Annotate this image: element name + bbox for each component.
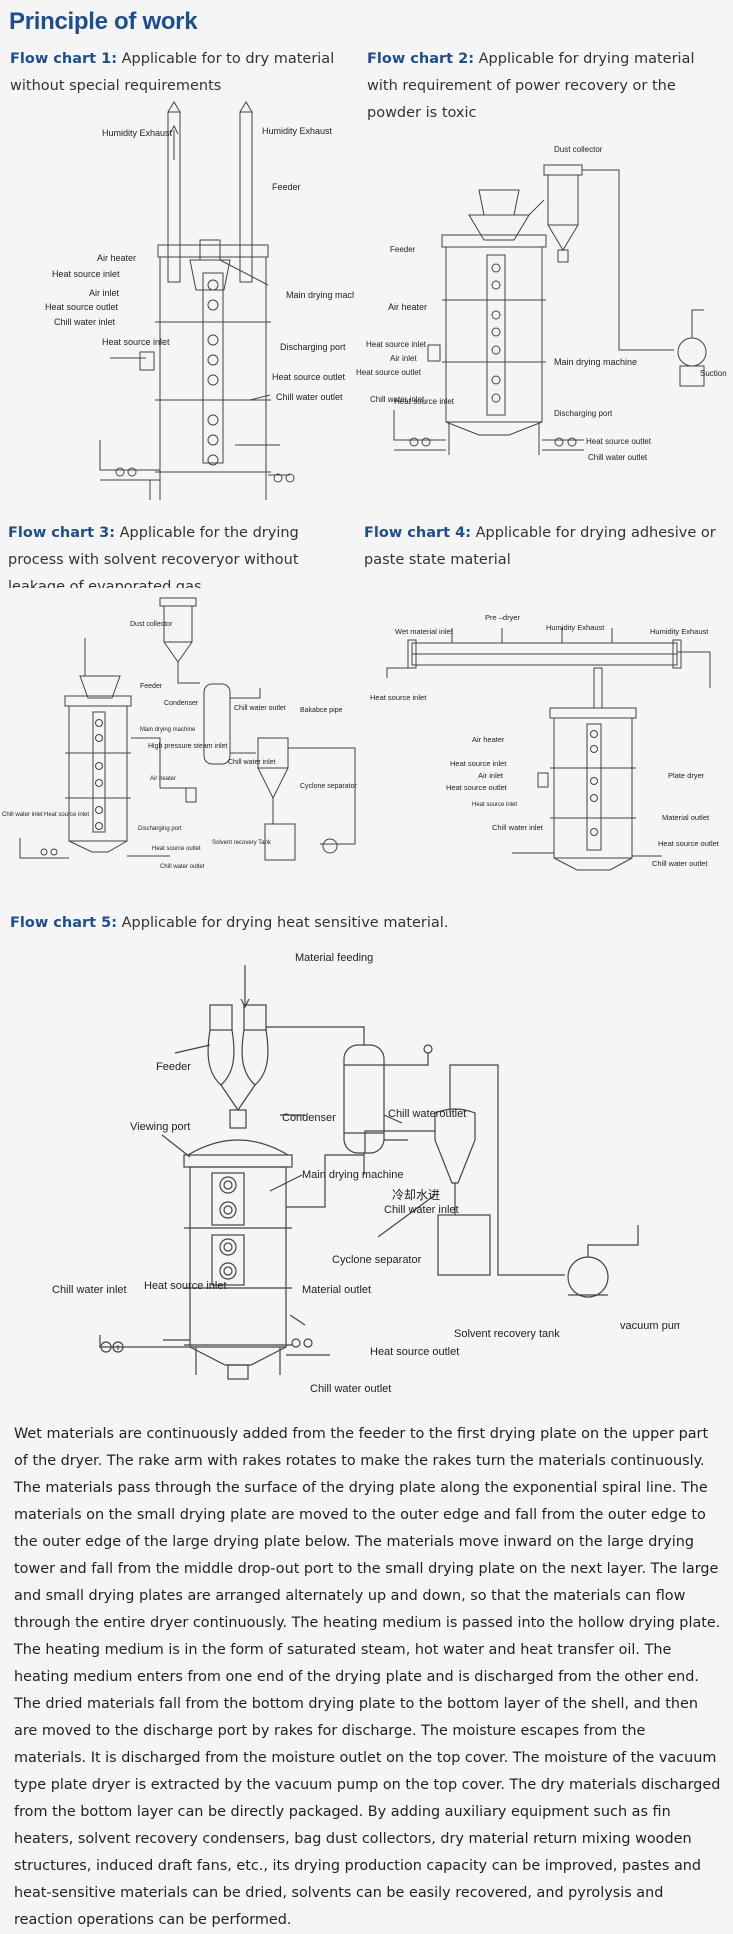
fc1-heat-source-outlet: Heat source outlet: [45, 302, 119, 312]
fc5-cyclone-separator: Cyclone separator: [332, 1254, 422, 1266]
flow-chart-2-text: Applicable for drying material with requ…: [367, 51, 695, 121]
flow-chart-2-diagram: Dust collector Feeder Air heater Heat so…: [354, 140, 729, 480]
fc5-heat-source-outlet: Heat source outlet: [370, 1346, 459, 1358]
flow-chart-1-heading: Flow chart 1:: [10, 51, 118, 67]
flow-chart-5-heading: Flow chart 5:: [10, 915, 118, 931]
fc4-humidity-exhaust-1: Humidity Exhaust: [546, 623, 605, 632]
fc5-chill-water-outlet-top: Chill wateroutlet: [388, 1108, 466, 1120]
fc1-feeder: Feeder: [272, 182, 301, 192]
fc3-chill-water-inlet-top: Chill water inlet: [228, 759, 276, 766]
fc4-heat-source-inlet-2: Heat source inlet: [450, 759, 507, 768]
fc3-high-pressure-steam-inlet: High pressure steam inlet: [148, 743, 227, 750]
fc4-air-inlet: Air inlet: [478, 771, 504, 780]
fc3-heat-source-inlet: Heat source inlet: [44, 812, 89, 818]
flow-chart-1-diagram: Humidity Exhaust Humidity Exhaust Feeder…: [40, 100, 360, 500]
fc5-chinese-label: 冷却水进: [392, 1188, 440, 1202]
fc1-heat-source-outlet-2: Heat source outlet: [272, 372, 346, 382]
fc2-air-heater: Air heater: [388, 302, 427, 312]
fc5-chill-water-inlet-top: Chill water inlet: [384, 1204, 459, 1216]
fc3-condenser: Condenser: [164, 700, 199, 707]
fc4-heat-source-inlet: Heat source inlet: [370, 693, 427, 702]
fc4-plate-dryer: Plate dryer: [668, 771, 705, 780]
fc2-suction-fan: Suction fan: [700, 369, 729, 378]
principle-description: Wet materials are continuously added fro…: [14, 1426, 721, 1928]
flow-chart-3-heading: Flow chart 3:: [8, 525, 116, 541]
fc1-chill-water-inlet: Chill water inlet: [54, 317, 116, 327]
fc4-wet-material-inlet: Wet material inlet: [395, 627, 454, 636]
fc2-main-drying-machine: Main drying machine: [554, 357, 637, 367]
flow-chart-1-caption: Flow chart 1: Applicable for to dry mate…: [10, 46, 340, 100]
fc4-material-outlet: Material outlet: [662, 813, 710, 822]
fc3-main-drying-machine: Main drying machine: [140, 727, 196, 733]
fc4-pre-dryer: Pre –dryer: [485, 613, 521, 622]
fc5-viewing-port: Viewing port: [130, 1121, 190, 1133]
fc1-chill-water-outlet: Chill water outlet: [276, 392, 343, 402]
fc4-chill-water-inlet: Chill water inlet: [492, 823, 544, 832]
fc4-humidity-exhaust-2: Humidity Exhaust: [650, 627, 709, 636]
fc1-air-heater: Air heater: [97, 253, 136, 263]
fc2-feeder: Feeder: [390, 245, 416, 254]
flow-chart-5-text: Applicable for drying heat sensitive mat…: [121, 915, 449, 931]
fc5-vacuum-pump: vacuum pump: [620, 1320, 680, 1332]
flow-chart-5-caption: Flow chart 5: Applicable for drying heat…: [10, 910, 610, 937]
fc5-material-outlet: Material outlet: [302, 1284, 371, 1296]
fc2-heat-source-inlet-2: Heat source inlet: [394, 397, 455, 406]
flow-chart-4-diagram: Pre –dryer Wet material inlet Humidity E…: [362, 608, 732, 878]
fc3-dust-collector: Dust collector: [130, 621, 173, 628]
fc2-dust-collector: Dust collector: [554, 145, 603, 154]
fc5-chill-water-outlet: Chill water outlet: [310, 1383, 391, 1395]
fc5-main-drying-machine: Main drying machine: [302, 1169, 404, 1181]
fc3-chill-water-outlet-top: Chill water outlet: [234, 705, 286, 712]
flow-chart-2-heading: Flow chart 2:: [367, 51, 475, 67]
fc3-cyclone-separator: Cyclone separator: [300, 783, 357, 790]
fc4-heat-source-inlet-3: Heat source inlet: [472, 802, 517, 808]
fc1-heat-source-inlet: Heat source inlet: [52, 269, 120, 279]
flow-chart-3-diagram: Dust collector Feeder Condenser Chill wa…: [0, 588, 362, 874]
fc3-solvent-recovery-tank: Solvent recovery Tank: [212, 840, 272, 846]
fc3-air-heater: Air heater: [150, 776, 176, 782]
flow-chart-2-caption: Flow chart 2: Applicable for drying mate…: [367, 46, 727, 127]
fc2-heat-source-outlet: Heat source outlet: [356, 368, 422, 377]
flow-chart-4-text: Applicable for drying adhesive or paste …: [364, 525, 716, 568]
fc1-air-inlet: Air inlet: [89, 288, 120, 298]
fc3-chill-water-outlet: Chill water outlet: [160, 864, 205, 870]
fc5-chill-water-inlet: Chill water inlet: [52, 1284, 127, 1296]
fc2-discharging-port: Discharging port: [554, 409, 613, 418]
fc3-discharging-port: Discharging port: [138, 826, 182, 832]
fc5-solvent-recovery-tank: Solvent recovery tank: [454, 1328, 560, 1340]
fc4-heat-source-outlet: Heat source outlet: [446, 783, 508, 792]
fc5-material-feeding: Material feeding: [295, 952, 373, 964]
fc1-heat-source-inlet-2: Heat source inlet: [102, 337, 170, 347]
flow-chart-4-heading: Flow chart 4:: [364, 525, 472, 541]
fc2-heat-source-outlet-2: Heat source outlet: [586, 437, 652, 446]
flow-chart-4-caption: Flow chart 4: Applicable for drying adhe…: [364, 520, 730, 574]
flow-chart-5-diagram: Material feeding Feeder Condenser Viewin…: [40, 945, 680, 1405]
fc1-humidity-exhaust-right: Humidity Exhaust: [262, 126, 333, 136]
fc4-chill-water-outlet: Chill water outlet: [652, 859, 708, 868]
fc1-main-drying-machine: Main drying machine: [286, 290, 360, 300]
fc3-chill-water-inlet: Chill water inlet: [2, 812, 43, 818]
fc3-heat-source-outlet: Heat source outlet: [152, 846, 201, 852]
flow-chart-1-text: Applicable for to dry material without s…: [10, 51, 335, 94]
fc3-balance-pipe: Bakabce pipe: [300, 707, 343, 714]
fc2-chill-water-inlet: Chill water inlet: [370, 395, 425, 404]
fc1-humidity-exhaust-left: Humidity Exhaust: [102, 128, 173, 138]
fc2-air-inlet: Air inlet: [390, 354, 417, 363]
fc1-discharging-port: Discharging port: [280, 342, 346, 352]
fc5-condenser: Condenser: [282, 1112, 336, 1124]
fc2-chill-water-outlet: Chill water outlet: [588, 453, 648, 462]
page-title: Principle of work: [9, 8, 198, 35]
fc5-heat-source-inlet: Heat source inlet: [144, 1280, 227, 1292]
fc3-feeder: Feeder: [140, 683, 163, 690]
fc2-heat-source-inlet: Heat source inlet: [366, 340, 427, 349]
fc4-air-heater: Air heater: [472, 735, 505, 744]
fc4-heat-source-outlet-2: Heat source outlet: [658, 839, 720, 848]
fc5-feeder: Feeder: [156, 1061, 191, 1073]
